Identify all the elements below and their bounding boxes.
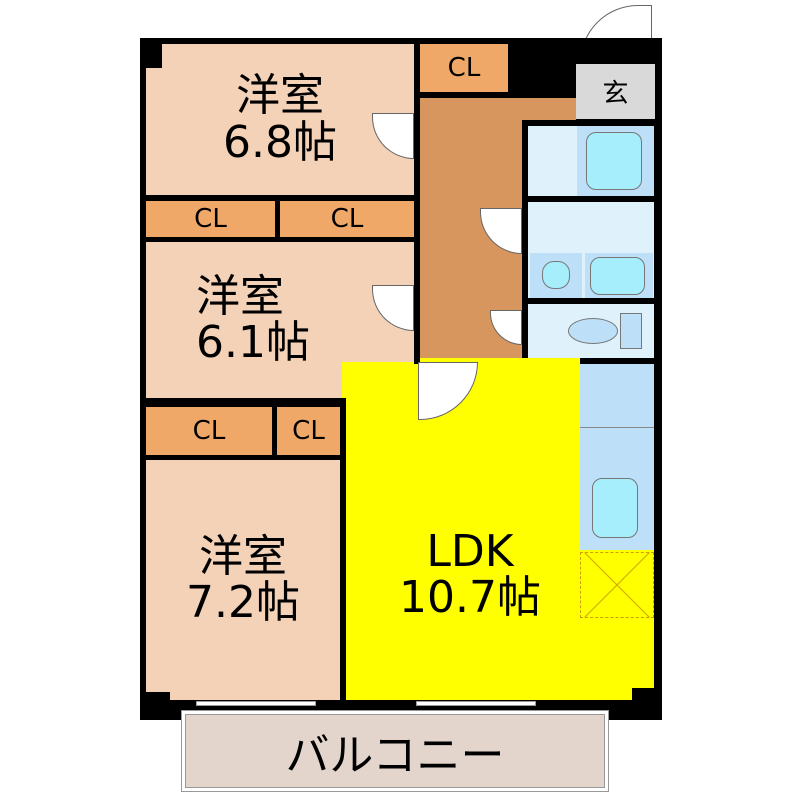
room-size: 7.2帖: [186, 577, 300, 628]
closet: CL: [146, 407, 272, 455]
room-type: 洋室: [199, 530, 287, 582]
bedroom-2: 洋室 6.1帖: [146, 242, 414, 398]
room-type: 洋室: [196, 270, 284, 322]
window: [196, 701, 316, 706]
entrance-label: 玄: [602, 79, 629, 109]
pillar: [632, 688, 662, 720]
balcony: バルコニー: [181, 710, 609, 792]
stove: [580, 364, 654, 428]
entrance: 玄: [576, 64, 655, 119]
ldk-area: [420, 358, 580, 368]
room-type: LDK: [426, 525, 514, 577]
fridge-space: [580, 552, 654, 618]
room-size: 6.1帖: [196, 317, 310, 368]
kitchen-sink: [580, 428, 654, 550]
closet: CL: [420, 44, 508, 92]
ldk-label: LDK 10.7帖: [360, 500, 580, 650]
toilet: [528, 304, 654, 358]
closet: CL: [146, 201, 275, 237]
room-size: 6.8帖: [223, 116, 337, 168]
window: [416, 701, 536, 706]
bedroom-3: 洋室 7.2帖: [146, 460, 340, 700]
balcony-label: バルコニー: [285, 730, 505, 781]
pillar: [140, 692, 170, 720]
room-type: 洋室: [236, 70, 324, 122]
bedroom-1: 洋室 6.8帖: [146, 44, 414, 195]
closet: CL: [280, 201, 414, 237]
bathtub: [577, 126, 654, 196]
washing-machine: [585, 253, 653, 298]
closet: CL: [277, 407, 340, 455]
room-size: 10.7帖: [399, 572, 541, 623]
washbasin: [530, 253, 582, 298]
pillar: [140, 38, 162, 68]
